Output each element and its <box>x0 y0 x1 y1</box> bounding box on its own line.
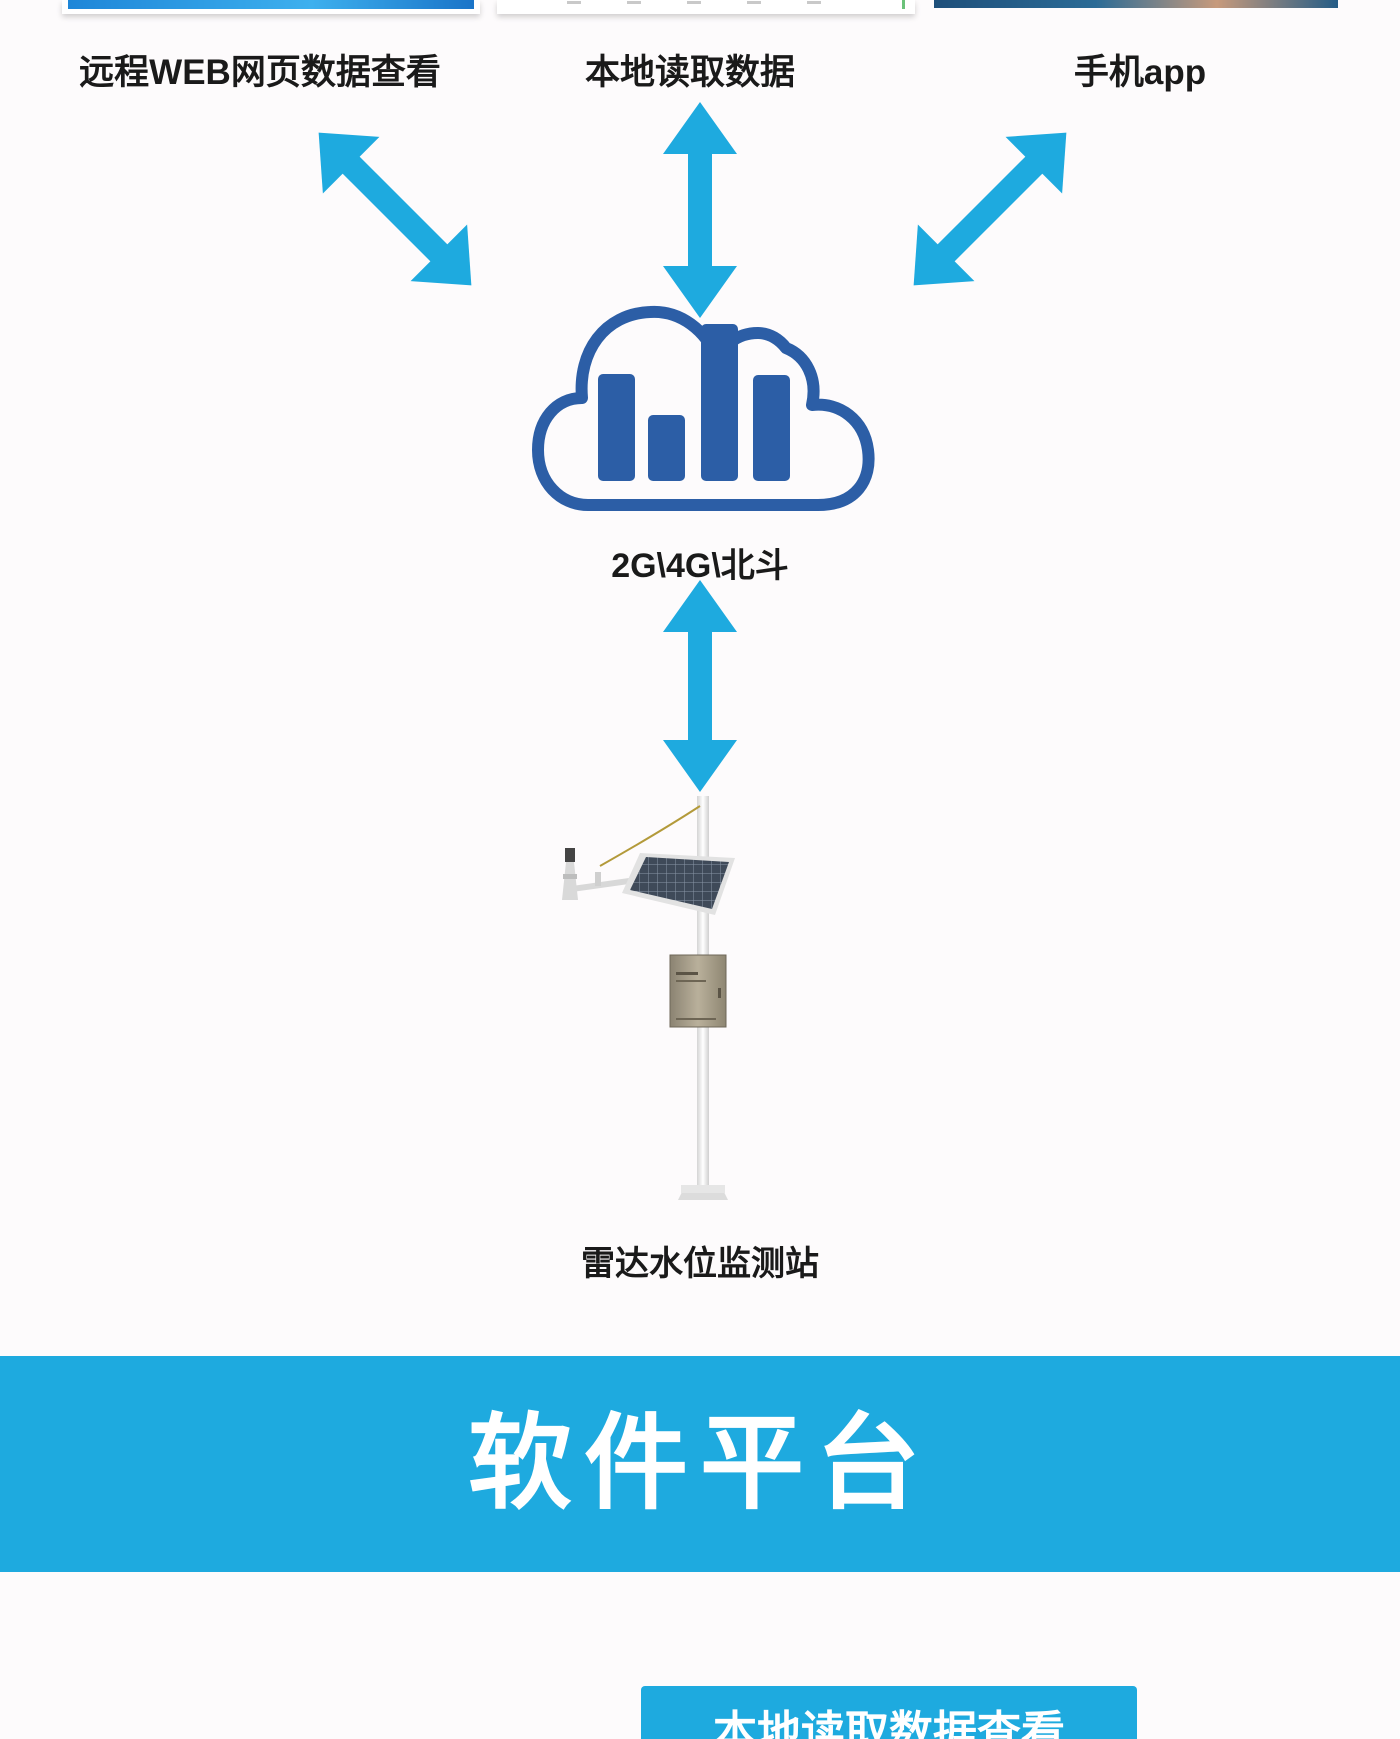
local-data-view-label: 本地读取数据查看 <box>713 1708 1065 1739</box>
radar-station-illustration <box>562 796 735 1200</box>
double-arrow-icon <box>913 132 1067 286</box>
double-arrow-icon <box>663 102 737 318</box>
cloud-chart-icon <box>532 305 875 511</box>
mobile-app-label: 手机app <box>1073 53 1207 92</box>
software-platform-banner: 软件平台 <box>0 1356 1400 1572</box>
double-arrow-icon <box>318 132 472 286</box>
web-screenshot-thumbnail <box>62 0 480 14</box>
local-screenshot-thumbnail <box>497 0 915 14</box>
web-view-label: 远程WEB网页数据查看 <box>79 53 441 92</box>
network-label: 2G\4G\北斗 <box>611 547 789 585</box>
banner-title: 软件平台 <box>467 1406 932 1522</box>
app-photo-thumbnail <box>934 0 1338 8</box>
local-read-label: 本地读取数据 <box>584 53 795 92</box>
system-diagram <box>318 102 1067 1200</box>
station-label: 雷达水位监测站 <box>581 1245 819 1283</box>
local-data-view-tab: 本地读取数据查看 <box>641 1686 1137 1739</box>
double-arrow-icon <box>663 580 737 792</box>
